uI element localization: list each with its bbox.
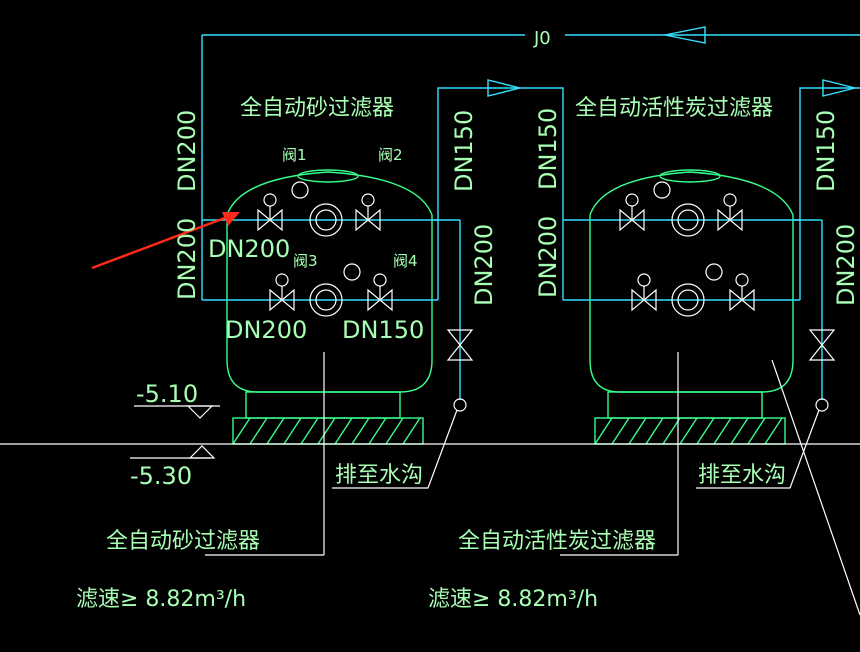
- level-510: -5.10: [136, 380, 198, 408]
- dn200-left-h: DN200: [208, 235, 290, 263]
- sand-filter-tank: [205, 169, 433, 556]
- title-carbon-bottom: 全自动活性炭过滤器: [458, 529, 656, 554]
- dn150-carbon-v: DN150: [534, 108, 562, 190]
- carbon-filter-piping: [563, 181, 800, 317]
- valve-1-label: 阀1: [282, 146, 307, 164]
- dn150-far-right: DN150: [812, 110, 840, 192]
- valve-3-label: 阀3: [293, 252, 318, 270]
- dn200-left-v2: DN200: [173, 218, 201, 300]
- dn150-bottom: DN150: [342, 316, 424, 344]
- valve-4-label: 阀4: [393, 252, 418, 270]
- dn200-left-v1: DN200: [173, 110, 201, 192]
- level-530: -5.30: [130, 462, 192, 490]
- speed-left: 滤速≥ 8.82m³/h: [76, 587, 246, 612]
- valve-1: [257, 193, 283, 232]
- sand-filter-piping: [202, 181, 438, 317]
- drain-sand: [332, 219, 474, 489]
- drain-left-label: 排至水沟: [335, 463, 423, 488]
- elevation-marks: [130, 405, 220, 459]
- valve-4: [367, 273, 393, 312]
- dn200-far-right: DN200: [832, 224, 860, 306]
- valve-3: [269, 273, 295, 312]
- drain-carbon: [696, 219, 836, 489]
- red-annotation-arrow: [91, 212, 240, 270]
- jo-label: J0: [533, 28, 551, 49]
- valve-2: [355, 193, 381, 232]
- dn200-bottom: DN200: [225, 316, 307, 344]
- title-sand-bottom: 全自动砂过滤器: [106, 529, 260, 554]
- drain-right-label: 排至水沟: [698, 463, 786, 488]
- j0-supply-line: [201, 26, 860, 300]
- dn150-right-v: DN150: [450, 110, 478, 192]
- dn200-carbon-v: DN200: [534, 216, 562, 298]
- valve-2-label: 阀2: [378, 146, 403, 164]
- dn200-right-v: DN200: [470, 224, 498, 306]
- speed-right: 滤速≥ 8.82m³/h: [428, 587, 598, 612]
- outlet-pipe-carbon: [799, 79, 860, 300]
- title-sand-top: 全自动砂过滤器: [240, 96, 394, 121]
- title-carbon-top: 全自动活性炭过滤器: [575, 96, 773, 121]
- outlet-pipe-sand: [437, 79, 564, 300]
